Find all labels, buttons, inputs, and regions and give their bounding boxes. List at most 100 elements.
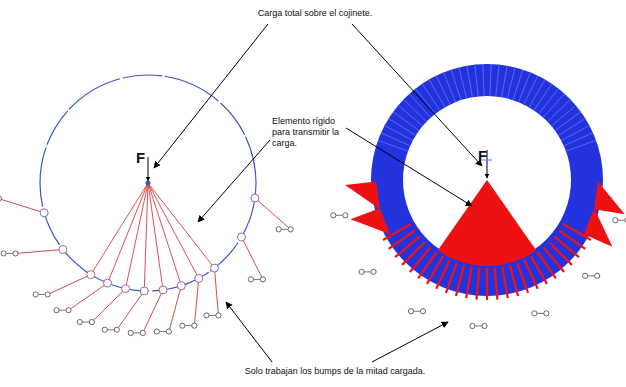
ground-node [128,330,133,335]
ground-node [89,319,94,324]
side-bump [584,208,613,246]
bump-element [395,237,420,258]
leader-line [346,128,472,206]
bump-node [210,264,218,272]
title-note: Carga total sobre el cojinete. [230,8,400,19]
mesh-line [385,126,413,141]
bump-node [87,271,95,279]
mesh-line [475,65,478,97]
rigid-element [108,183,148,283]
load-arrow [148,157,149,181]
bump-spring [0,199,44,213]
bump-node [177,282,185,290]
mesh-line [378,140,408,151]
mesh-line [551,105,576,126]
bump-spring [69,283,108,310]
bump-element [524,260,538,289]
bump-element [446,263,457,293]
bump-element [559,230,585,248]
force-symbol: F [136,150,156,166]
ground-node [613,218,618,223]
leader-lines [154,24,482,362]
leader-line [372,322,448,362]
rigid-element [148,183,181,286]
bump-element [517,263,528,293]
ground-node [331,213,336,218]
ground-node [102,327,107,332]
mesh-line [558,119,585,136]
bump-element [466,267,472,299]
mesh-line [389,119,416,136]
mesh-line [422,84,440,111]
mesh-line [416,89,436,114]
bump-spring [92,289,126,322]
ground-node [140,330,145,335]
ground-node [371,269,376,274]
ground-node [248,277,253,282]
bump-spring [214,268,218,315]
ground-node [66,308,71,313]
ground-node [154,329,159,334]
bump-spring [143,290,163,333]
ground-node [359,269,364,274]
mesh-line [483,64,484,96]
bump-spring [16,249,63,253]
bump-node [238,233,246,241]
bump-node [59,245,67,253]
mesh-line [518,72,530,102]
rigid-element [438,180,537,266]
ground-node [532,311,537,316]
bump-node [104,279,112,287]
mesh-line [467,66,473,98]
mesh-line [534,84,552,111]
bump-element [477,268,480,300]
ground-node [0,196,1,201]
bump-spring [242,237,263,279]
ground-node [13,251,18,256]
bump-node [195,274,203,282]
bump-spring [194,278,198,325]
bump-node [40,209,48,217]
ground-node [420,309,425,314]
rigid-element [91,183,148,275]
ground-node [77,319,82,324]
bump-spring [117,291,144,330]
mesh-line [393,112,419,131]
leader-line [154,24,268,168]
ground-node [260,277,265,282]
side-bump [345,181,380,209]
ground-node [45,292,50,297]
leader-line [198,140,270,222]
mesh-line [381,133,410,146]
rigid-element-note: Elemento rígido para transmitir la carga… [272,116,348,149]
mesh-line [564,133,593,146]
mesh-line [566,140,596,151]
mesh-line [404,99,427,121]
ground-node [288,227,293,232]
ground-node [216,313,221,318]
mesh-line [547,99,570,121]
bump-node [159,286,167,294]
bump-element [486,268,488,300]
mesh-line [490,64,491,96]
side-bump [594,181,625,214]
bump-element [502,267,508,299]
mesh-line [543,94,564,118]
ground-node [114,327,119,332]
ground-node [180,323,185,328]
bump-element [495,268,498,300]
bump-spring [255,198,291,229]
leader-line [226,302,272,362]
bearing-model-lines [0,75,293,336]
ground-node [482,323,487,328]
mesh-line [436,76,450,105]
ground-node [595,273,600,278]
ground-node [544,311,549,316]
mesh-line [451,70,461,100]
mesh-line [409,94,430,118]
mesh-line [496,65,499,97]
ground-node [470,323,475,328]
rigid-element [126,183,148,289]
